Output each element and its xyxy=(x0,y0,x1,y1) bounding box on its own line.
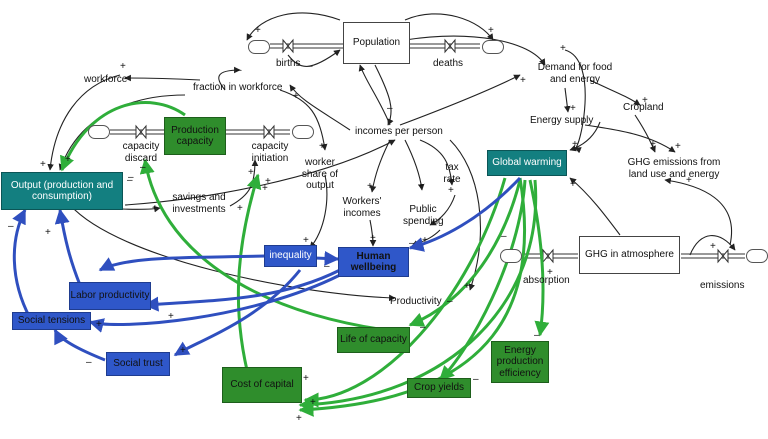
polarity-sign: + xyxy=(520,75,526,86)
polarity-sign: + xyxy=(152,203,158,214)
ghg-in-atmosphere-stock[interactable]: GHG in atmosphere xyxy=(579,236,680,274)
ghg-emissions-label[interactable]: GHG emissions from land use and energy xyxy=(627,157,721,180)
polarity-sign: + xyxy=(65,154,71,165)
polarity-sign: – xyxy=(447,296,453,307)
polarity-sign: + xyxy=(310,397,316,408)
ghg-source-cloud xyxy=(746,249,768,263)
productivity-label[interactable]: Productivity xyxy=(390,296,442,307)
polarity-sign: + xyxy=(418,181,424,192)
flow-valves xyxy=(135,38,729,264)
polarity-sign: + xyxy=(710,241,716,252)
ghg-sink-cloud xyxy=(500,249,522,263)
polarity-sign: + xyxy=(422,235,428,246)
polarity-sign: – xyxy=(86,357,92,368)
energy-production-efficiency-box[interactable]: Energy production efficiency xyxy=(491,341,549,383)
blue-causal-links xyxy=(12,176,522,362)
polarity-sign: – xyxy=(473,374,479,385)
capacity-discard-label[interactable]: capacity discard xyxy=(122,141,160,164)
polarity-sign: + xyxy=(45,227,51,238)
polarity-sign: – xyxy=(409,238,415,249)
polarity-sign: – xyxy=(387,103,393,114)
births-label[interactable]: births xyxy=(276,58,301,69)
fraction-in-workforce-label[interactable]: fraction in workforce xyxy=(193,82,283,93)
polarity-sign: + xyxy=(686,175,692,186)
polarity-sign: – xyxy=(501,231,507,242)
polarity-sign: + xyxy=(319,141,325,152)
population-stock[interactable]: Population xyxy=(343,22,410,64)
polarity-sign: + xyxy=(572,139,578,150)
labor-productivity-box[interactable]: Labor productivity xyxy=(69,282,151,310)
capacity-source-cloud xyxy=(292,125,314,139)
polarity-sign: – xyxy=(236,65,242,76)
production-capacity-box[interactable]: Production capacity xyxy=(164,117,226,155)
polarity-sign: + xyxy=(248,167,254,178)
polarity-sign: + xyxy=(642,95,648,106)
capacity-initiation-label[interactable]: capacity initiation xyxy=(251,141,289,164)
demand-food-energy-label[interactable]: Demand for food and energy xyxy=(537,62,613,85)
tax-rate-label[interactable]: tax rate xyxy=(443,162,461,185)
population-sink-cloud xyxy=(482,40,504,54)
polarity-sign: – xyxy=(307,61,313,72)
social-tensions-box[interactable]: Social tensions xyxy=(12,312,91,330)
output-box[interactable]: Output (production and consumption) xyxy=(1,172,123,210)
polarity-sign: + xyxy=(40,159,46,170)
polarity-sign: + xyxy=(303,373,309,384)
polarity-sign: + xyxy=(255,25,261,36)
polarity-sign: + xyxy=(120,61,126,72)
life-of-capacity-box[interactable]: Life of capacity xyxy=(337,327,410,353)
cost-of-capital-box[interactable]: Cost of capital xyxy=(222,367,302,403)
polarity-sign: + xyxy=(180,345,186,356)
incomes-per-person-label[interactable]: incomes per person xyxy=(355,126,443,137)
emissions-label[interactable]: emissions xyxy=(700,280,745,291)
polarity-sign: + xyxy=(96,319,102,330)
polarity-sign: + xyxy=(370,233,376,244)
public-spending-label[interactable]: Public spending xyxy=(403,204,444,227)
polarity-sign: + xyxy=(650,139,656,150)
workforce-label[interactable]: workforce xyxy=(84,74,128,85)
global-warming-box[interactable]: Global warming xyxy=(487,150,567,176)
polarity-sign: – xyxy=(127,175,133,186)
polarity-sign: – xyxy=(420,322,426,333)
polarity-sign: + xyxy=(547,267,553,278)
cropland-label[interactable]: Cropland xyxy=(623,102,664,113)
polarity-sign: + xyxy=(464,281,470,292)
polarity-sign: – xyxy=(324,261,330,272)
polarity-sign: – xyxy=(140,162,146,173)
energy-supply-label[interactable]: Energy supply xyxy=(530,115,594,126)
polarity-sign: – xyxy=(128,172,134,183)
polarity-sign: + xyxy=(560,43,566,54)
polarity-sign: + xyxy=(675,141,681,152)
polarity-sign: + xyxy=(265,176,271,187)
polarity-sign: – xyxy=(8,221,14,232)
polarity-sign: – xyxy=(534,330,540,341)
polarity-sign: + xyxy=(237,203,243,214)
polarity-sign: + xyxy=(570,179,576,190)
polarity-sign: + xyxy=(168,311,174,322)
capacity-sink-cloud xyxy=(88,125,110,139)
polarity-sign: + xyxy=(296,413,302,424)
workers-incomes-label[interactable]: Workers' incomes xyxy=(342,196,382,219)
inequality-box[interactable]: inequality xyxy=(264,245,317,267)
population-source-cloud xyxy=(248,40,270,54)
polarity-sign: + xyxy=(293,91,299,102)
deaths-label[interactable]: deaths xyxy=(433,58,464,69)
polarity-sign: + xyxy=(570,103,576,114)
worker-share-label[interactable]: worker share of output xyxy=(301,157,339,191)
polarity-sign: + xyxy=(303,235,309,246)
polarity-sign: + xyxy=(262,183,268,194)
social-trust-box[interactable]: Social trust xyxy=(106,352,170,376)
savings-investments-label[interactable]: savings and investments xyxy=(172,192,226,215)
absorption-label[interactable]: absorption xyxy=(523,275,570,286)
crop-yields-box[interactable]: Crop yields xyxy=(407,378,471,398)
human-wellbeing-box[interactable]: Human wellbeing xyxy=(338,247,409,277)
polarity-sign: + xyxy=(367,181,373,192)
polarity-sign: + xyxy=(448,185,454,196)
black-causal-links xyxy=(47,12,736,302)
polarity-sign: + xyxy=(488,25,494,36)
